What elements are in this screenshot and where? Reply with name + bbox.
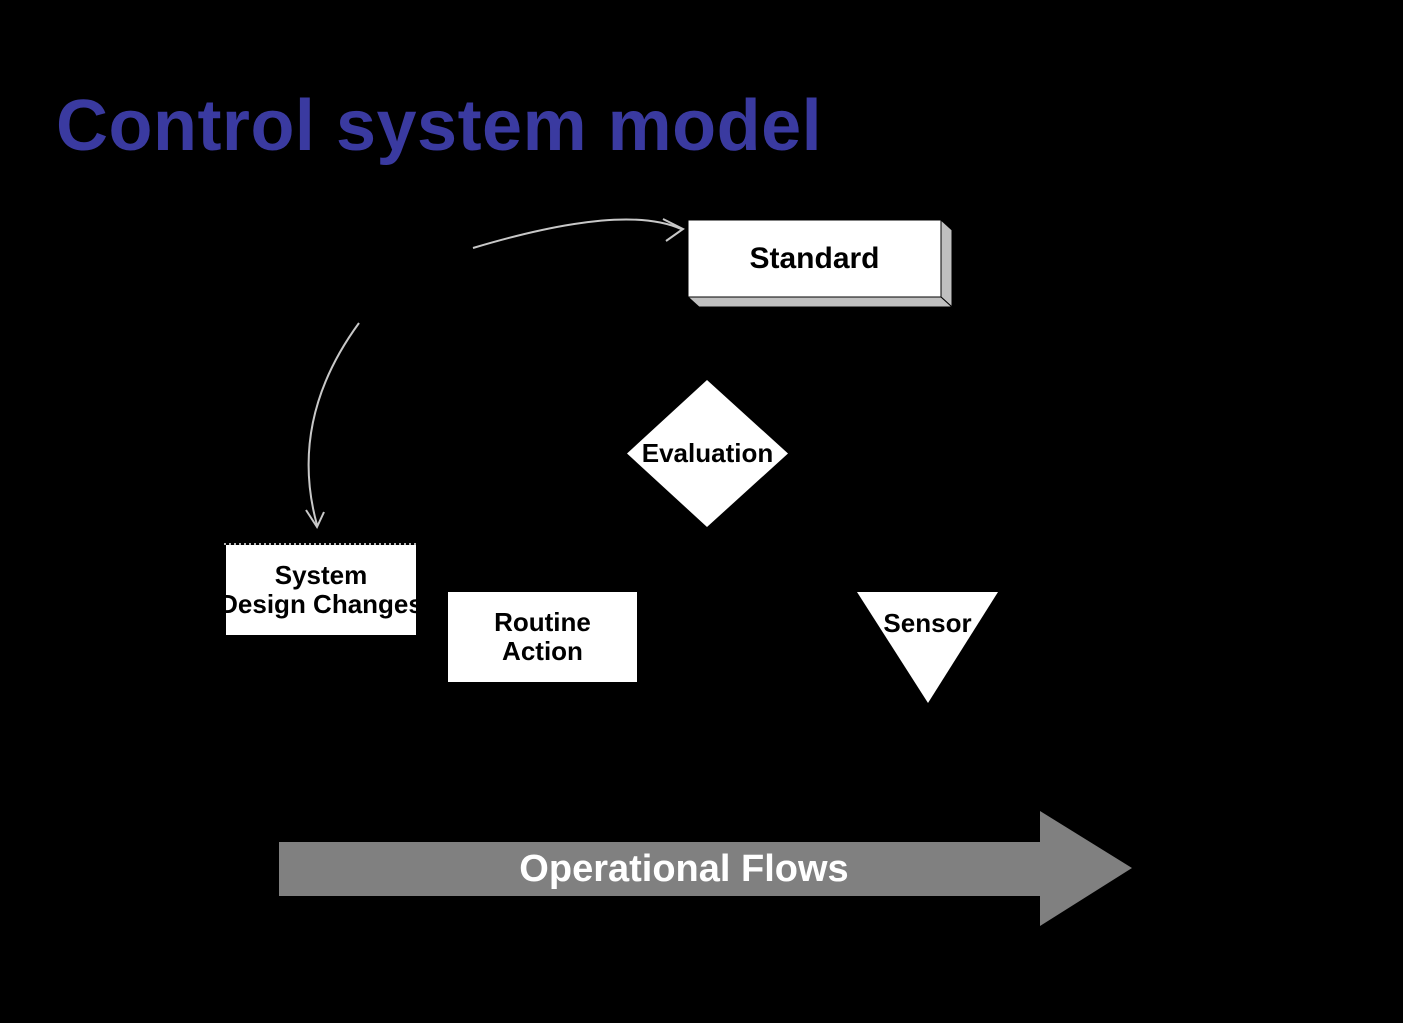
operational-flows-label: Operational Flows [519, 847, 849, 890]
routine-action-box [448, 592, 637, 682]
evaluation-label: Evaluation [641, 438, 774, 468]
system-design-changes-box [226, 545, 416, 635]
operational-flows-arrow [279, 811, 1132, 926]
curved-arrow-to-system-design-changes-arrowhead [305, 509, 325, 530]
system-design-changes-label: System Design Changes [219, 545, 423, 635]
evaluation-diamond [627, 380, 788, 527]
curved-arrow-to-standard [472, 218, 682, 249]
system-design-changes-label-line1: System [274, 560, 368, 590]
routine-action-label-line2: Action [502, 636, 583, 666]
standard-box [687, 219, 942, 298]
standard-label: Standard [749, 241, 880, 275]
sensor-triangle [857, 592, 998, 703]
curved-arrow-to-system-design-changes [307, 322, 360, 526]
curved-arrow-to-standard-arrowhead [662, 218, 685, 242]
sensor-label: Sensor [883, 607, 972, 638]
system-design-changes-label-line2: Design Changes [219, 589, 423, 619]
routine-action-label-line1: Routine [494, 607, 591, 637]
routine-action-label: Routine Action [448, 592, 637, 682]
standard-box-side-bottom [686, 296, 954, 308]
standard-box-side-right [940, 218, 953, 309]
page-title: Control system model [56, 86, 823, 166]
